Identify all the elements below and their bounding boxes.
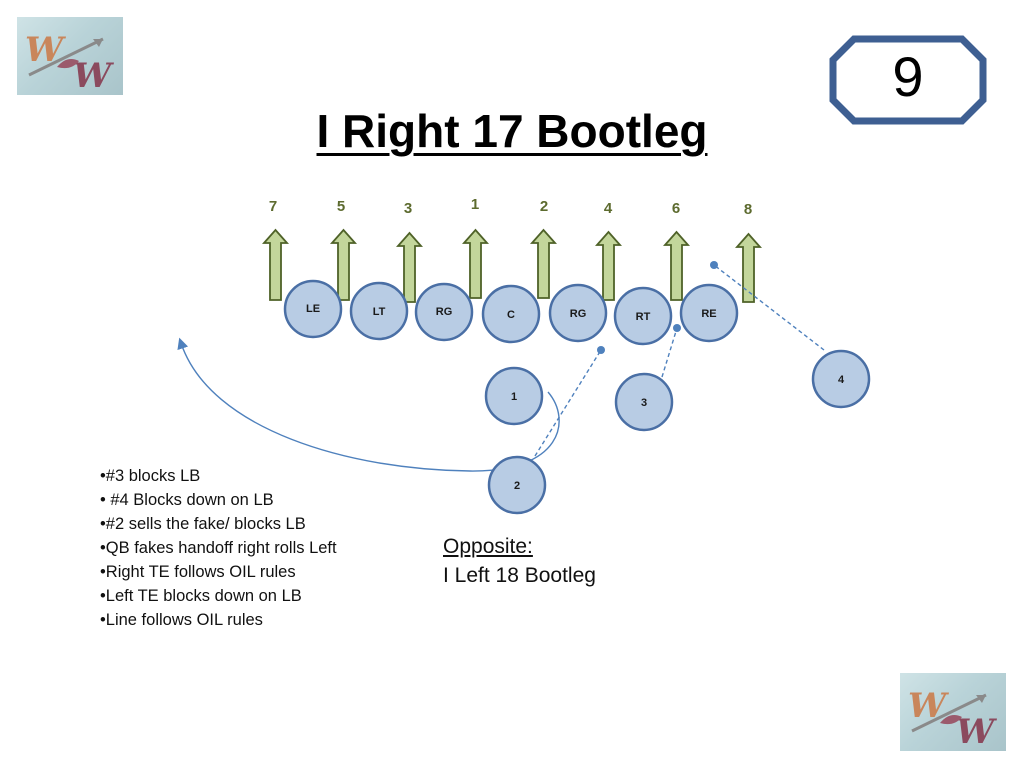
hole-arrow-icon bbox=[330, 228, 357, 301]
hole-number: 3 bbox=[404, 200, 412, 217]
backfield bbox=[484, 349, 871, 515]
opposite-block: Opposite: I Left 18 Bootleg bbox=[443, 532, 596, 590]
arrow-feather-logo-icon: W W bbox=[908, 686, 997, 751]
player-back-1 bbox=[484, 366, 544, 426]
player-label: RG bbox=[570, 308, 587, 320]
route-endpoints bbox=[597, 261, 718, 354]
player-back-2 bbox=[487, 455, 547, 515]
route-endpoint bbox=[597, 346, 605, 354]
hole-arrow-icon bbox=[262, 228, 289, 301]
player-rg-right bbox=[548, 283, 608, 343]
back-4-block-route bbox=[713, 264, 825, 351]
fullback-fake-route bbox=[534, 349, 602, 457]
hole-number: 1 bbox=[471, 196, 479, 213]
list-item: •QB fakes handoff right rolls Left bbox=[100, 539, 337, 557]
routes bbox=[177, 264, 825, 472]
player-label: RG bbox=[436, 306, 453, 318]
hole-number: 6 bbox=[672, 200, 680, 217]
back-labels: 1 3 4 2 bbox=[511, 374, 845, 492]
hole-number: 2 bbox=[540, 198, 548, 215]
svg-text:W: W bbox=[908, 686, 949, 726]
offensive-line bbox=[283, 279, 739, 346]
player-rt bbox=[613, 286, 673, 346]
hole-arrow-icon bbox=[735, 232, 762, 303]
hole-arrows bbox=[262, 228, 762, 303]
hole-arrow-icon bbox=[396, 231, 423, 303]
player-label: 4 bbox=[838, 374, 845, 386]
player-back-3 bbox=[614, 372, 674, 432]
player-label: C bbox=[507, 309, 515, 321]
list-item: •Left TE blocks down on LB bbox=[100, 587, 302, 605]
hole-numbers: 7 5 3 1 2 4 6 8 bbox=[269, 196, 752, 218]
opposite-label: Opposite: bbox=[443, 535, 533, 558]
svg-text:W: W bbox=[25, 30, 66, 70]
hole-number: 8 bbox=[744, 201, 752, 218]
player-label: 2 bbox=[514, 480, 520, 492]
hole-arrow-icon bbox=[462, 228, 489, 299]
player-lt bbox=[349, 281, 409, 341]
player-label: 3 bbox=[641, 397, 647, 409]
player-label: 1 bbox=[511, 391, 517, 403]
slide-number: 9 bbox=[892, 45, 924, 108]
arrow-feather-logo-icon: W W bbox=[25, 30, 114, 95]
list-item: • #4 Blocks down on LB bbox=[100, 491, 274, 509]
hole-arrow-icon bbox=[663, 230, 690, 301]
player-re bbox=[679, 283, 739, 343]
player-label: RT bbox=[636, 311, 651, 323]
list-item: •#2 sells the fake/ blocks LB bbox=[100, 515, 306, 533]
svg-text:W: W bbox=[73, 56, 114, 95]
hole-arrow-icon bbox=[530, 228, 557, 299]
hole-number: 4 bbox=[604, 200, 613, 217]
player-rg-left bbox=[414, 282, 474, 342]
team-logo-top: W W bbox=[17, 17, 123, 95]
team-logo-bottom: W W bbox=[900, 673, 1006, 751]
hole-number: 7 bbox=[269, 198, 277, 215]
hole-number: 5 bbox=[337, 198, 345, 215]
page-title: I Right 17 Bootleg bbox=[316, 105, 708, 157]
qb-bootleg-route bbox=[177, 337, 560, 472]
svg-text:W: W bbox=[956, 712, 997, 751]
player-c bbox=[481, 284, 541, 344]
player-label: LT bbox=[373, 306, 386, 318]
route-endpoint bbox=[673, 324, 681, 332]
lineman-labels: LE LT RG C RG RT RE bbox=[306, 303, 717, 323]
assignment-list: •#3 blocks LB • #4 Blocks down on LB •#2… bbox=[100, 464, 337, 632]
player-back-4 bbox=[811, 349, 871, 409]
list-item: •Line follows OIL rules bbox=[100, 611, 263, 629]
slide-number-badge bbox=[829, 35, 987, 125]
player-le bbox=[283, 279, 343, 339]
opposite-play: I Left 18 Bootleg bbox=[443, 564, 596, 587]
list-item: •#3 blocks LB bbox=[100, 467, 201, 485]
route-endpoint bbox=[710, 261, 718, 269]
back-3-block-route bbox=[661, 327, 678, 378]
hole-arrow-icon bbox=[595, 230, 622, 301]
player-label: LE bbox=[306, 303, 320, 315]
list-item: •Right TE follows OIL rules bbox=[100, 563, 296, 581]
player-label: RE bbox=[701, 308, 716, 320]
